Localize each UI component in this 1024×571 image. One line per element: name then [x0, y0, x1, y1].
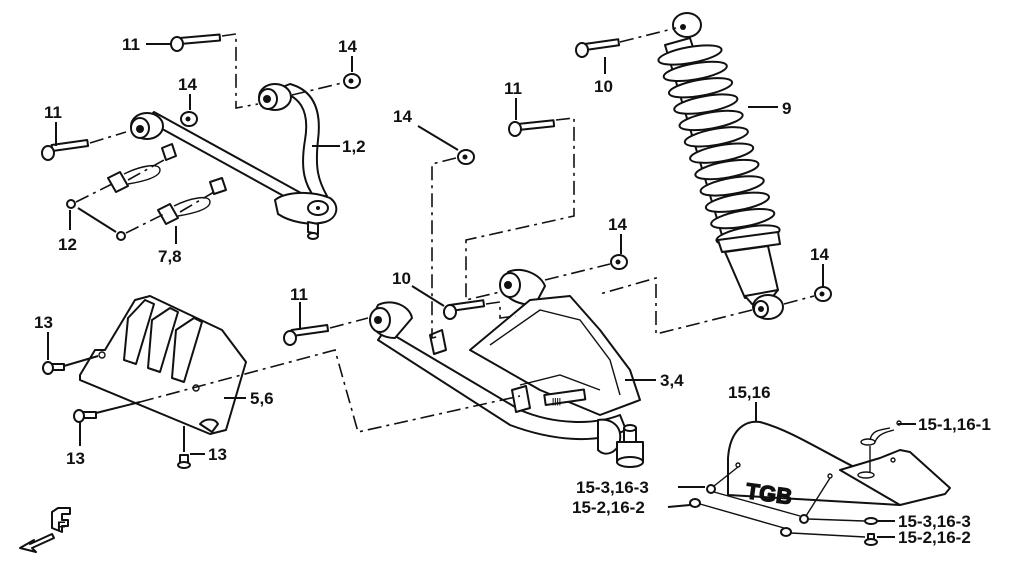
callout-11: 11 — [122, 35, 140, 54]
callout-14: 14 — [810, 245, 829, 264]
washer-15-3-right[interactable] — [864, 517, 878, 525]
front-arrow-letter: F — [57, 518, 66, 534]
callout-10: 10 — [594, 77, 613, 96]
brake-hose-clips[interactable] — [107, 164, 211, 225]
callout-10: 10 — [392, 269, 411, 288]
upper-a-arm[interactable] — [130, 83, 338, 240]
spring-coil — [694, 158, 760, 181]
callout-14: 14 — [393, 107, 412, 126]
tgb-logo: TGB — [744, 478, 793, 509]
callout-12: 12 — [58, 235, 77, 254]
callout-13: 13 — [208, 445, 227, 464]
screw-12-a[interactable] — [66, 199, 76, 209]
callout-14: 14 — [178, 75, 197, 94]
bolt-11-left[interactable] — [41, 139, 90, 161]
callout-7-8: 7,8 — [158, 247, 182, 266]
clamp-15-1[interactable] — [860, 420, 902, 446]
callout-15-16: 15,16 — [728, 383, 771, 402]
screw-15-2-mid[interactable] — [780, 527, 792, 537]
arm-guard[interactable] — [79, 295, 247, 435]
lower-a-arm[interactable]: |||| — [369, 268, 644, 468]
spring-coil — [668, 77, 734, 99]
callout-13: 13 — [66, 449, 85, 468]
callout-1-2: 1,2 — [342, 137, 366, 156]
callout-15-1-16-1: 15-1,16-1 — [918, 415, 991, 434]
nut-14-top[interactable] — [343, 73, 361, 89]
nut-14-mid[interactable] — [457, 149, 475, 165]
callout-11: 11 — [290, 285, 308, 304]
screw-13-c[interactable] — [177, 454, 191, 469]
skid-plate[interactable]: TGB — [727, 420, 951, 510]
bolt-11-top[interactable] — [170, 33, 222, 52]
screw-13-b[interactable] — [73, 409, 97, 423]
callout-15-3-16-3: 15-3,16-3 — [898, 512, 971, 531]
spring-coil — [662, 60, 728, 83]
callout-14: 14 — [338, 37, 357, 56]
spring-coil — [673, 93, 739, 115]
spring-coil — [683, 126, 749, 148]
screw-15-2-right[interactable] — [864, 533, 878, 546]
washer-15-3-left[interactable] — [706, 484, 716, 494]
bolt-10-mid[interactable] — [443, 299, 486, 320]
washer-15-3-mid[interactable] — [799, 514, 809, 524]
bolt-11-lower[interactable] — [283, 324, 330, 346]
lower-arm-mark: |||| — [552, 397, 561, 406]
spring-coil — [704, 191, 770, 213]
callout-13: 13 — [34, 313, 53, 332]
front-direction-arrow — [19, 507, 71, 553]
screw-13-a[interactable] — [42, 361, 65, 375]
spring-coil — [710, 207, 776, 230]
callout-15-2-16-2: 15-2,16-2 — [898, 528, 971, 547]
screw-15-2-left[interactable] — [689, 498, 701, 508]
callout-15-3-16-3: 15-3,16-3 — [576, 478, 649, 497]
callout-14: 14 — [608, 215, 627, 234]
nut-14-lower[interactable] — [610, 254, 628, 270]
shock-absorber[interactable] — [657, 12, 784, 320]
nut-14-shock[interactable] — [814, 286, 832, 302]
callout-11: 11 — [504, 79, 522, 98]
callout-3-4: 3,4 — [660, 371, 684, 390]
spring-coil — [699, 175, 765, 197]
callout-15-2-16-2: 15-2,16-2 — [572, 498, 645, 517]
bolt-11-mid[interactable] — [508, 119, 556, 137]
screw-12-b[interactable] — [116, 231, 126, 241]
bolt-10-top[interactable] — [575, 38, 621, 58]
spring-coil — [678, 109, 744, 132]
spring-coil — [689, 142, 755, 164]
callout-11: 11 — [44, 103, 62, 122]
callout-9: 9 — [782, 99, 791, 118]
nut-14-upper-arm[interactable] — [180, 111, 198, 127]
spring-coil — [657, 44, 723, 66]
callout-5-6: 5,6 — [250, 389, 274, 408]
